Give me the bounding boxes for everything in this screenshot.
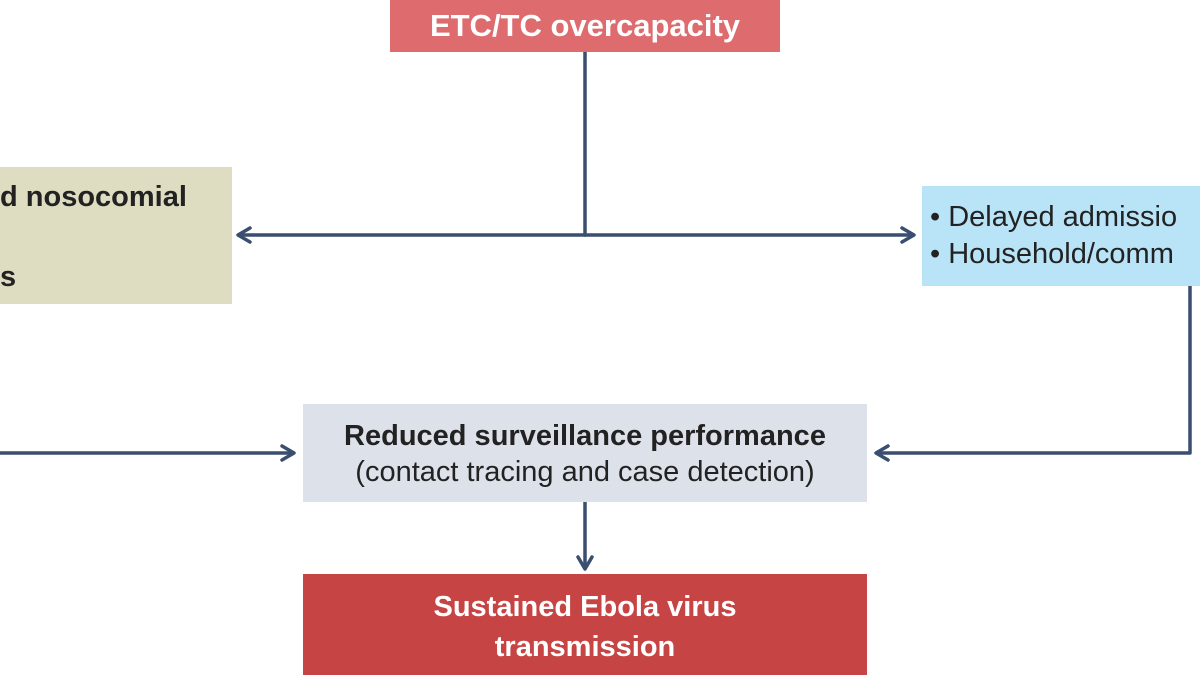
sustained-transmission-box: Sustained Ebola virus transmission (303, 574, 867, 675)
reduced-surveillance-title: Reduced surveillance performance (344, 420, 826, 452)
sustained-transmission-line-1: Sustained Ebola virus (433, 591, 737, 623)
delayed-admission-line: • Delayed admissio (930, 201, 1178, 233)
arrowhead-mid-left (280, 444, 296, 462)
connector-right-to-mid (876, 284, 1192, 455)
nosocomial-line-2: s (0, 261, 17, 293)
delayed-admission-box: • Delayed admissio • Household/comm (922, 186, 1200, 286)
nosocomial-line-1: d nosocomial (0, 181, 187, 213)
reduced-surveillance-detail: (contact tracing and case detection) (355, 456, 815, 488)
nosocomial-box: d nosocomial s (0, 167, 232, 304)
etc-tc-overcapacity-box: ETC/TC overcapacity (390, 0, 780, 52)
household-community-line: • Household/comm (930, 238, 1174, 270)
arrowhead-mid-right (874, 444, 890, 462)
arrowhead-right-box (900, 226, 916, 244)
arrowhead-left-box (236, 226, 252, 244)
reduced-surveillance-box: Reduced surveillance performance (contac… (303, 404, 867, 502)
etc-tc-overcapacity-label: ETC/TC overcapacity (429, 8, 741, 43)
sustained-transmission-line-2: transmission (494, 631, 676, 663)
arrowhead-bottom-box (576, 555, 594, 571)
